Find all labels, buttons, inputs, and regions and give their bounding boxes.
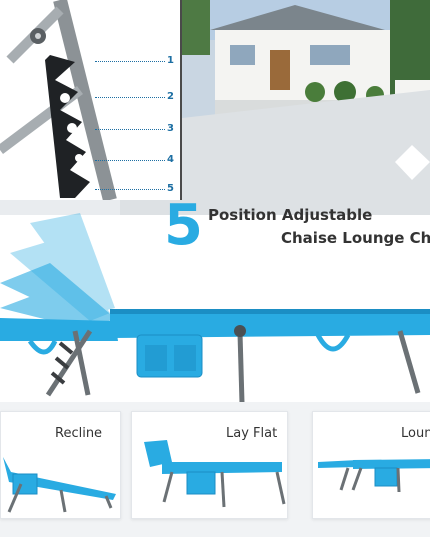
diagonal-backdrop bbox=[120, 90, 430, 215]
position-mark-4: 4 bbox=[167, 154, 174, 165]
position-mark-3: 3 bbox=[167, 123, 174, 134]
callout-line bbox=[95, 189, 165, 190]
card-lounge: Loun bbox=[312, 411, 430, 519]
callout-line bbox=[95, 61, 165, 62]
chair-lay-flat-icon bbox=[144, 440, 286, 508]
callout-line bbox=[95, 129, 165, 130]
headline-line-1: Position Adjustable bbox=[208, 206, 373, 224]
card-lay-flat: Lay Flat bbox=[131, 411, 288, 519]
lounge-chair-illustration bbox=[0, 213, 430, 404]
card-label-lay-flat: Lay Flat bbox=[226, 426, 278, 441]
position-mark-2: 2 bbox=[167, 91, 174, 102]
card-label-recline: Recline bbox=[55, 426, 103, 441]
chair-recline-icon bbox=[3, 457, 116, 513]
chair-lounge-icon bbox=[318, 459, 430, 493]
position-mark-5: 5 bbox=[167, 183, 174, 194]
position-mark-1: 1 bbox=[167, 55, 174, 66]
card-label-lounge: Loun bbox=[401, 426, 430, 441]
callout-line bbox=[95, 97, 165, 98]
headline-line-2: Chaise Lounge Ch bbox=[281, 229, 430, 247]
callout-line bbox=[95, 160, 165, 161]
ratchet-closeup-panel: 1 2 3 4 5 bbox=[0, 0, 182, 202]
headline-number: 5 bbox=[164, 193, 203, 258]
card-recline: Recline bbox=[0, 411, 121, 519]
